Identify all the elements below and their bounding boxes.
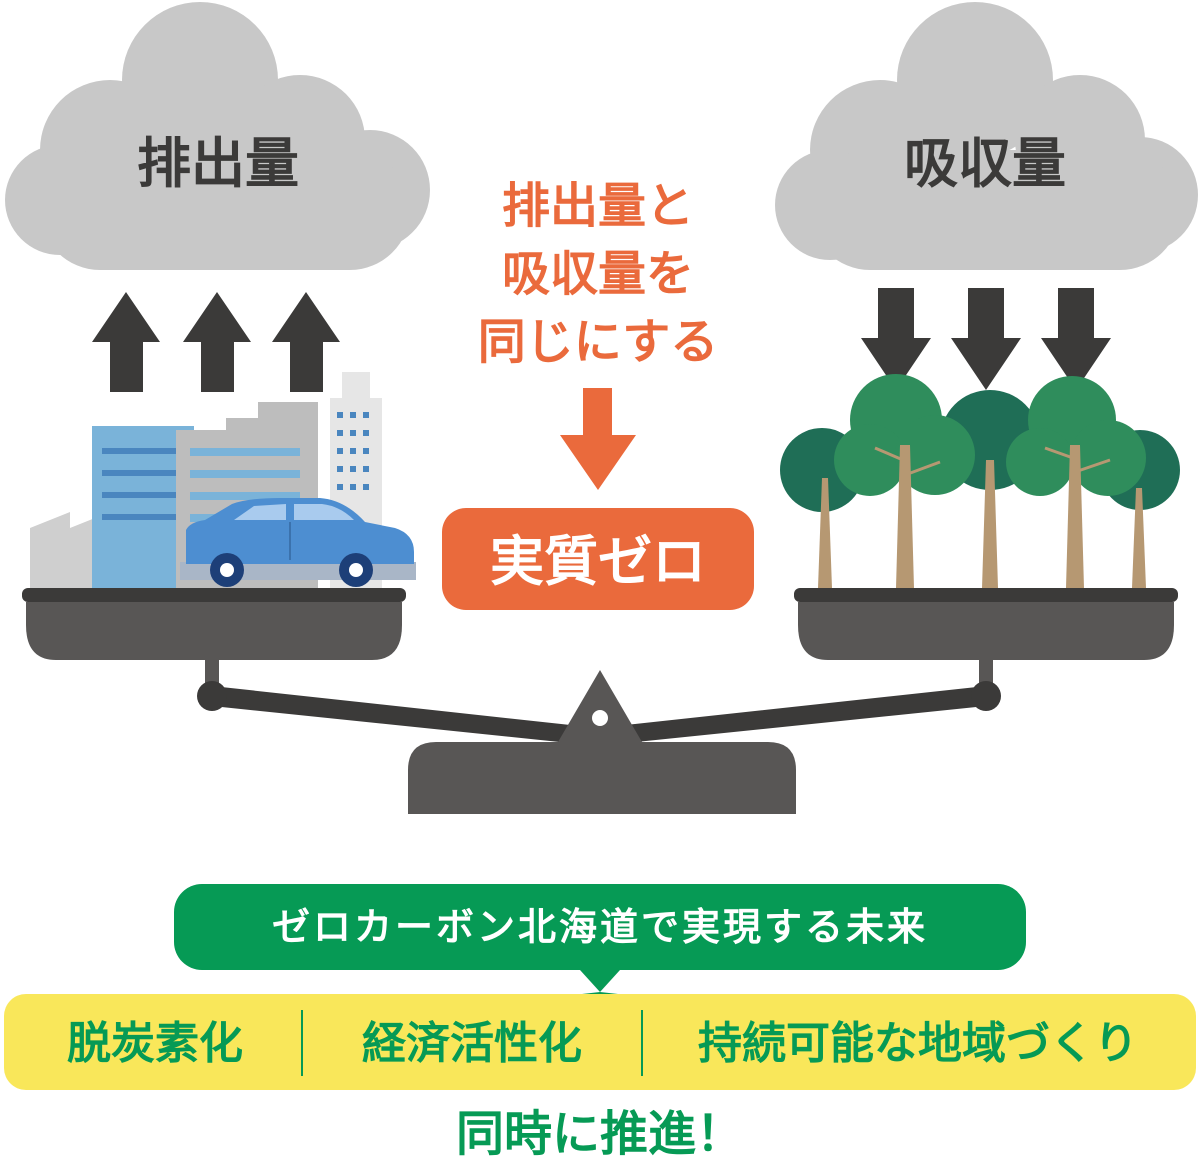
goal-economic-revitalization: 経済活性化 <box>362 1018 582 1069</box>
up-arrow-icon <box>183 292 251 392</box>
absorption-arrows <box>861 288 1111 390</box>
forest-illustration <box>780 374 1180 588</box>
net-zero-badge <box>442 508 754 610</box>
future-banner: ゼロカーボン北海道で実現する未来 <box>174 884 1026 992</box>
up-arrow-icon <box>92 292 160 392</box>
down-arrow-icon <box>560 388 636 490</box>
goal-sustainable-community: 持続可能な地域づくり <box>698 1018 1138 1069</box>
emission-arrows <box>92 292 340 392</box>
future-banner-label: ゼロカーボン北海道で実現する未来 <box>272 905 928 949</box>
city-illustration <box>30 372 416 588</box>
center-message: 排出量と 吸収量を 同じにする 実質ゼロ <box>442 178 754 610</box>
balance-scale <box>22 588 1178 814</box>
emission-label: 排出量 <box>137 132 299 195</box>
down-arrow-icon <box>1041 288 1111 390</box>
car-icon <box>186 498 414 587</box>
absorption-cloud: 吸収量 <box>775 2 1198 270</box>
goals-bar: 脱炭素化 経済活性化 持続可能な地域づくり <box>4 992 1196 1090</box>
center-line-2: 吸収量を <box>502 246 694 302</box>
emission-cloud: 排出量 <box>5 2 430 270</box>
promotion-footer: 同時に推進！ <box>456 1106 744 1162</box>
center-line-1: 排出量と <box>502 178 694 234</box>
down-arrow-icon <box>861 288 931 390</box>
goal-decarbonization: 脱炭素化 <box>67 1018 243 1069</box>
net-zero-label: 実質ゼロ <box>490 530 706 593</box>
up-arrow-icon <box>272 292 340 392</box>
down-arrow-icon <box>951 288 1021 390</box>
absorption-label: 吸収量 <box>904 132 1066 195</box>
center-line-3: 同じにする <box>478 314 718 370</box>
